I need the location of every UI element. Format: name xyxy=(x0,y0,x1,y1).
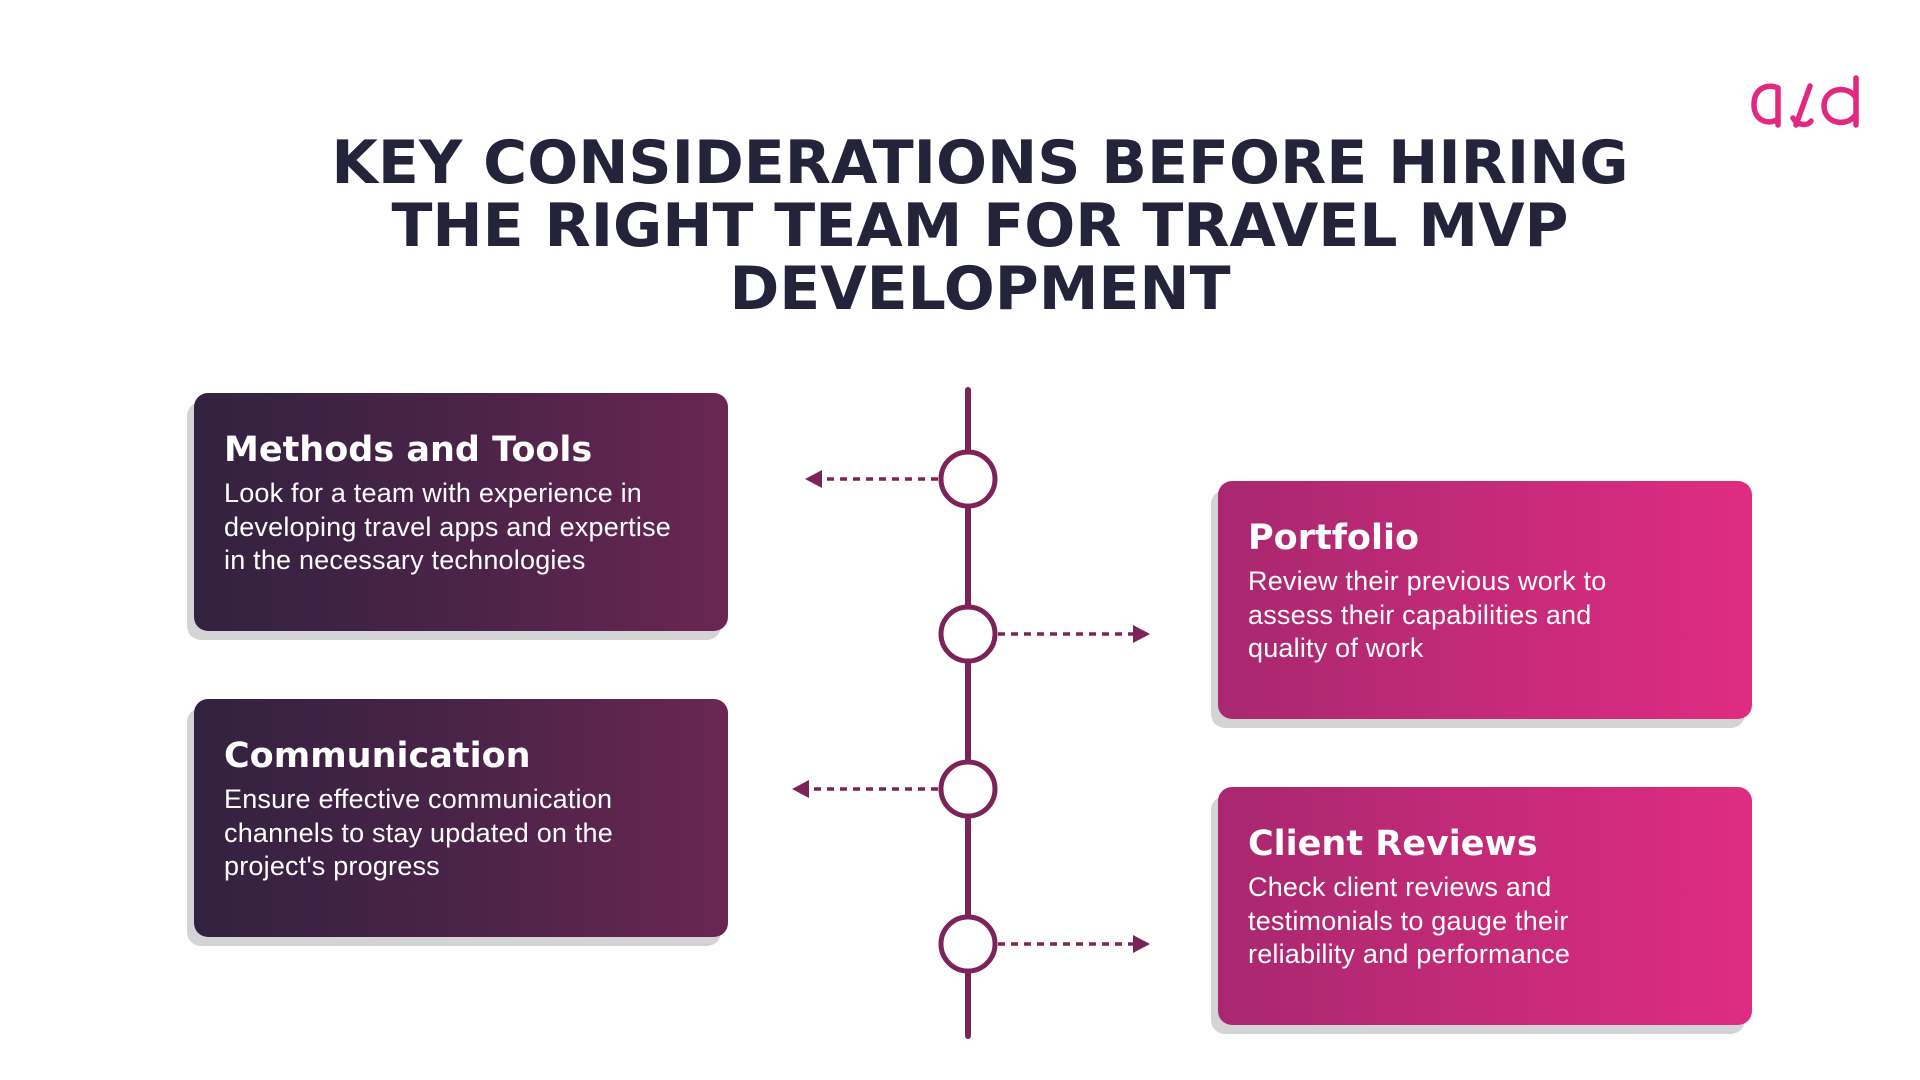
card-text-line: Check client reviews and xyxy=(1248,872,1552,902)
card-client-reviews: Client Reviews Check client reviews and … xyxy=(1218,787,1752,1025)
timeline-node-1 xyxy=(938,449,998,509)
card-text-line: Review their previous work to xyxy=(1248,566,1607,596)
arrowhead-2 xyxy=(1133,625,1150,643)
timeline-node-2 xyxy=(938,604,998,664)
title-line-2: THE RIGHT TEAM FOR TRAVEL MVP xyxy=(391,191,1569,261)
card-text-line: channels to stay updated on the xyxy=(224,817,613,848)
card-text-line: reliability and performance xyxy=(1248,939,1571,969)
asd-logo xyxy=(1751,75,1859,128)
arrowhead-4 xyxy=(1133,935,1150,953)
card-portfolio: Portfolio Review their previous work to … xyxy=(1218,481,1752,719)
title-line-1: KEY CONSIDERATIONS BEFORE HIRING xyxy=(331,128,1629,198)
card-text-line: Look for a team with experience in xyxy=(224,478,643,508)
arrowhead-3 xyxy=(792,780,809,798)
card-description: Review their previous work to assess the… xyxy=(1248,565,1734,666)
card-title: Client Reviews xyxy=(1248,824,1538,864)
card-text-line: Ensure effective communication xyxy=(224,784,613,814)
card-description: Look for a team with experience in devel… xyxy=(224,477,710,578)
card-text-line: developing travel apps and expertise xyxy=(224,511,671,542)
card-communication: Communication Ensure effective communica… xyxy=(194,699,728,937)
card-title: Communication xyxy=(224,736,531,776)
page-title: KEY CONSIDERATIONS BEFORE HIRING THE RIG… xyxy=(260,132,1700,321)
card-text-line: project's progress xyxy=(224,851,440,881)
card-text-line: assess their capabilities and xyxy=(1248,599,1592,630)
timeline-node-3 xyxy=(938,759,998,819)
card-text-line: in the necessary technologies xyxy=(224,545,586,575)
card-text-line: quality of work xyxy=(1248,633,1424,663)
card-title: Portfolio xyxy=(1248,518,1420,558)
timeline-node-4 xyxy=(938,914,998,974)
card-methods-and-tools: Methods and Tools Look for a team with e… xyxy=(194,393,728,631)
card-description: Ensure effective communication channels … xyxy=(224,783,710,884)
arrowhead-1 xyxy=(805,470,822,488)
card-title: Methods and Tools xyxy=(224,430,593,470)
card-text-line: testimonials to gauge their xyxy=(1248,905,1569,936)
title-line-3: DEVELOPMENT xyxy=(729,254,1231,324)
card-description: Check client reviews and testimonials to… xyxy=(1248,871,1734,972)
